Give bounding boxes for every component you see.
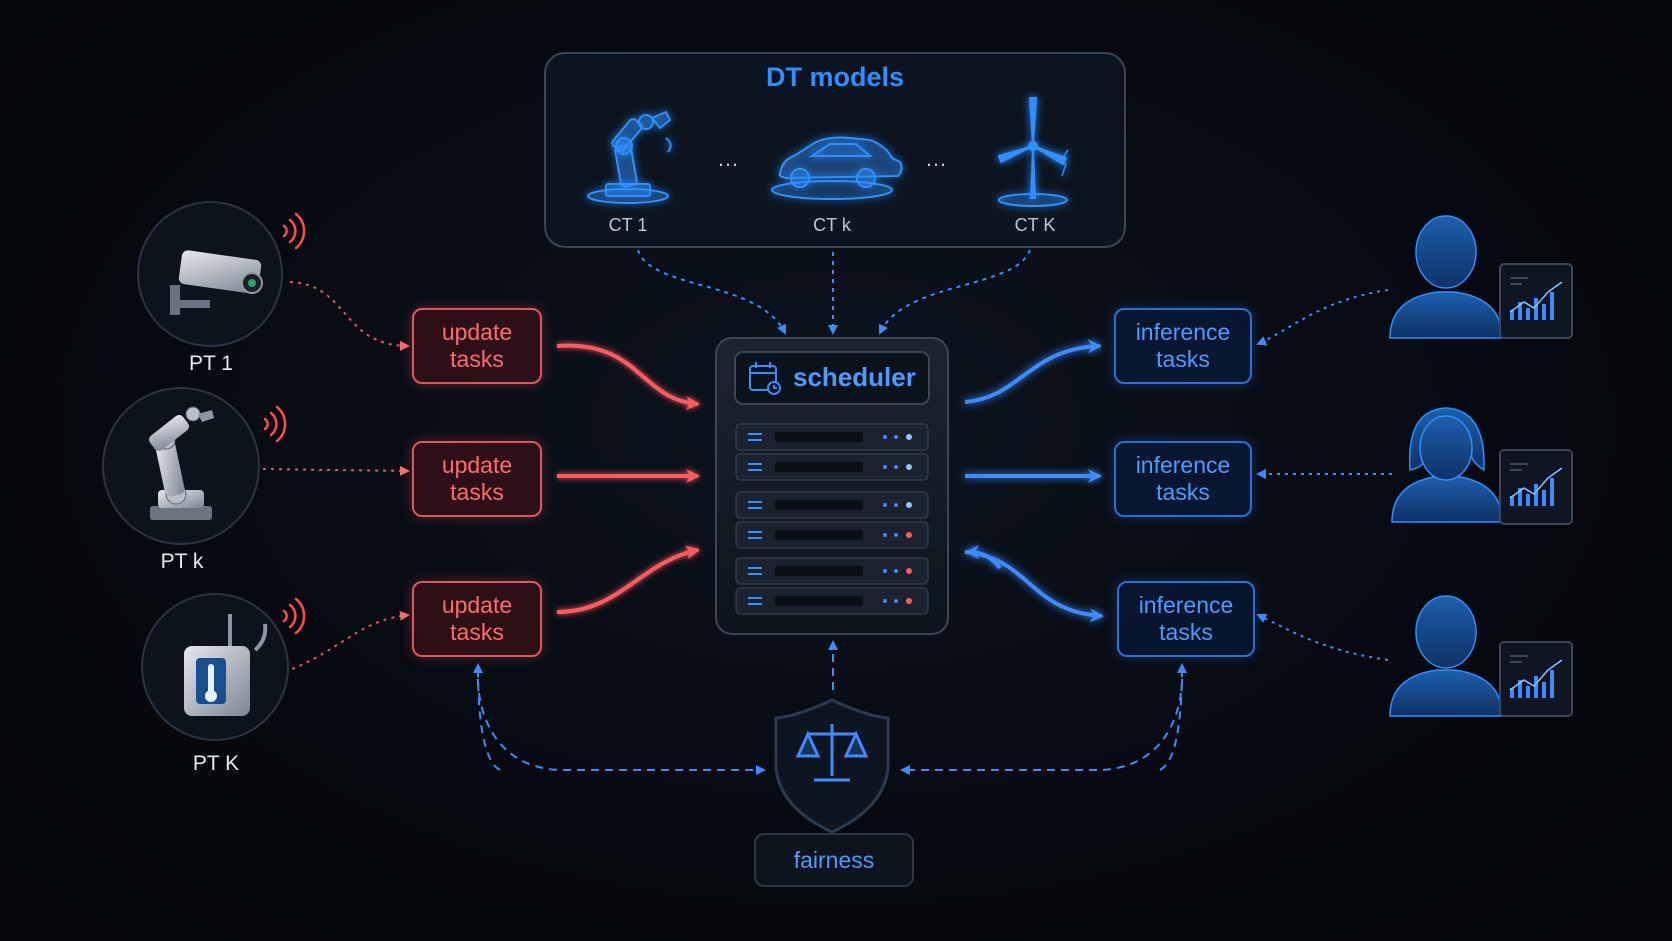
user-K-to-inference-arrow [1256,613,1389,661]
update-tasks-label-line1: update [441,592,513,618]
update-1-to-scheduler-arrow [556,343,700,411]
pt-1-signal-icon [282,212,306,250]
dt-models-title: DT models [765,62,905,92]
pt-1-label: PT 1 [189,352,233,375]
wind-turbine-hologram-icon [997,97,1069,207]
pt-1-to-update-arrow [289,281,410,351]
dt-to-scheduler-arrow-left [637,249,787,335]
inference-tasks-label-line1: inference [1135,319,1231,345]
fairness-to-update-task-arrow [473,663,501,771]
update-tasks-box-K: update tasks [412,581,542,657]
update-tasks-label-line1: update [441,319,513,345]
calendar-clock-icon [749,362,781,395]
inference-K-to-scheduler-arrow [965,545,1002,570]
security-camera-icon [170,250,263,315]
ct-K-label: CT K [1014,215,1056,235]
scheduler-header [734,351,930,405]
ct-1-label: CT 1 [608,215,648,235]
analytics-monitor-icon [1499,263,1573,339]
analytics-monitor-icon [1499,449,1573,525]
pt-k-label: PT k [160,550,204,573]
fairness-label: fairness [754,833,914,887]
user-male-icon [1389,595,1503,717]
server-rack [735,423,929,615]
pt-K-to-update-arrow [291,610,410,670]
inference-tasks-label-line1: inference [1138,592,1234,618]
inference-tasks-label-line2: tasks [1156,346,1210,372]
update-tasks-box-k: update tasks [412,441,542,517]
analytics-monitor-icon [1499,641,1573,717]
dt-to-scheduler-arrow-right [878,249,1031,335]
temperature-sensor-icon [184,614,268,716]
pt-k-signal-icon [263,405,287,443]
update-tasks-label-line1: update [441,452,513,478]
pt-K-label: PT K [192,752,240,775]
robot-arm-icon [148,406,214,520]
scheduler-to-inference-1-arrow [964,339,1102,404]
pt-K-signal-icon [282,597,306,635]
user-1-to-inference-arrow [1256,289,1389,346]
user-female-icon [1391,407,1503,523]
scheduler-label: scheduler [793,362,916,392]
update-K-to-scheduler-arrow [556,545,700,614]
inference-tasks-box-K: inference tasks [1117,581,1255,657]
fairness-to-inference-task-arrow [1159,663,1187,771]
update-tasks-label-line2: tasks [450,619,504,645]
inference-tasks-label-line2: tasks [1156,479,1210,505]
dt-separator-1: … [717,146,739,171]
server-unit-4 [735,521,929,549]
robot-arm-hologram-icon [587,110,672,204]
dt-separator-2: … [925,146,947,171]
fairness-to-inference-arrow [900,664,1184,775]
inference-tasks-box-k: inference tasks [1114,441,1252,517]
ct-k-label: CT k [813,215,851,235]
fairness-to-update-arrow [476,664,766,775]
update-tasks-label-line2: tasks [450,346,504,372]
server-unit-1 [735,423,929,451]
inference-tasks-box-1: inference tasks [1114,308,1252,384]
car-hologram-icon [771,136,903,200]
scheduler-to-inference-K-arrow [964,550,1104,623]
inference-tasks-label-line2: tasks [1159,619,1213,645]
server-unit-5 [735,557,929,585]
server-unit-3 [735,491,929,519]
server-unit-6 [735,587,929,615]
balance-scale-shield-icon [774,698,890,834]
user-male-icon [1389,215,1503,339]
inference-tasks-label-line1: inference [1135,452,1231,478]
server-unit-2 [735,453,929,481]
pt-k-to-update-arrow [262,465,410,476]
update-tasks-label-line2: tasks [450,479,504,505]
update-tasks-box-1: update tasks [412,308,542,384]
pt-k-node [102,387,260,545]
